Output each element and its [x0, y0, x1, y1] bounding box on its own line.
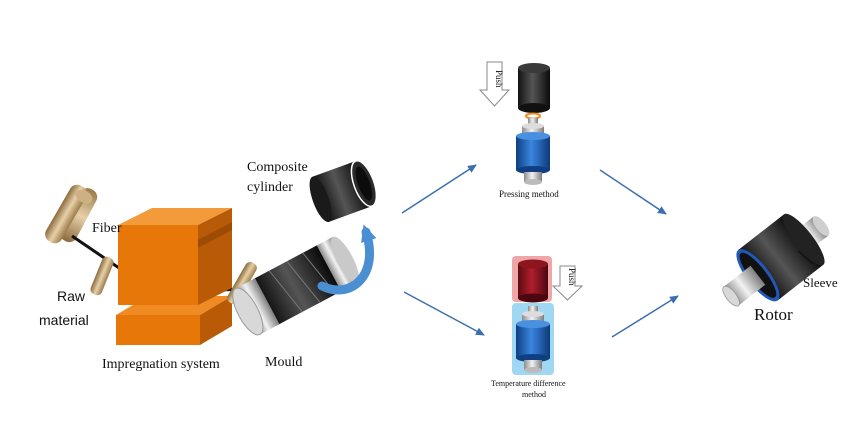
- impregnation-machine: [116, 208, 232, 345]
- mould-label: Mould: [265, 355, 303, 370]
- curved-arrow-icon: [317, 224, 377, 295]
- sleeve-label: Sleeve: [803, 275, 838, 290]
- temperature-difference-assembly: [512, 256, 554, 375]
- rotor-icon: [722, 213, 830, 307]
- impregnation-system-label: Impregnation system: [102, 357, 220, 372]
- mould-icon: [232, 236, 360, 336]
- composite-cylinder-label-line1: Composite: [247, 160, 308, 175]
- temperature-difference-label-line1: Temperature difference: [491, 379, 566, 388]
- push-arrow-top: [478, 61, 511, 107]
- push-label-top: Push: [494, 70, 504, 88]
- composite-cylinder-icon: [309, 159, 378, 223]
- composite-cylinder-label-line2: cylinder: [247, 180, 293, 195]
- raw-material-label-line1: Raw: [57, 288, 86, 304]
- push-label-bottom: Push: [567, 268, 577, 286]
- rotor-label: Rotor: [754, 305, 793, 324]
- raw-material-label-line2: material: [39, 312, 89, 328]
- push-arrow-bottom: [551, 265, 584, 301]
- temperature-difference-label-line2: method: [522, 390, 546, 399]
- pressing-method-label: Pressing method: [499, 189, 559, 199]
- fiber-label: Fiber: [92, 221, 122, 236]
- guide-roller-left: [90, 256, 114, 296]
- raw-material-roll: [45, 184, 98, 244]
- pressing-method-assembly: [516, 63, 550, 185]
- arrow-icon: [401, 164, 679, 338]
